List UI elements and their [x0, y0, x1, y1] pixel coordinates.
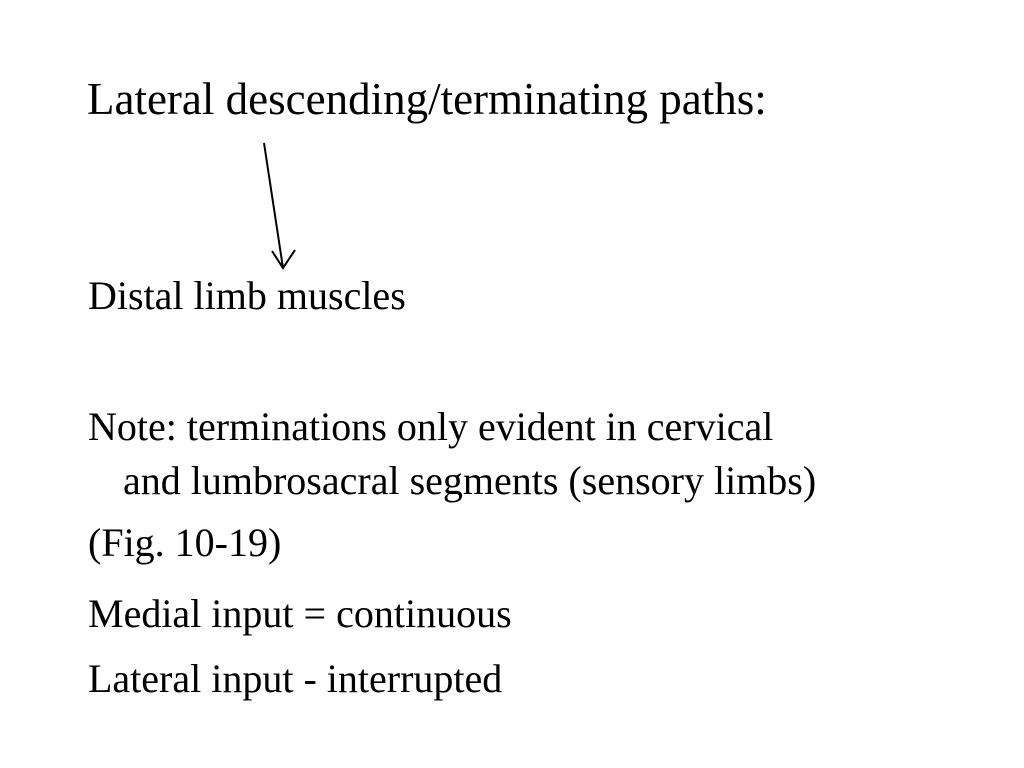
down-arrow-icon — [263, 142, 296, 270]
lateral-input-text: Lateral input - interrupted — [88, 656, 503, 701]
distal-limb-muscles-text: Distal limb muscles — [88, 273, 406, 318]
medial-input-text: Medial input = continuous — [88, 591, 512, 636]
figure-reference-text: (Fig. 10-19) — [88, 520, 282, 565]
note-text-line-1: Note: terminations only evident in cervi… — [88, 404, 774, 449]
note-text-line-2: and lumbrosacral segments (sensory limbs… — [123, 458, 817, 503]
slide-title: Lateral descending/terminating paths: — [87, 74, 767, 124]
